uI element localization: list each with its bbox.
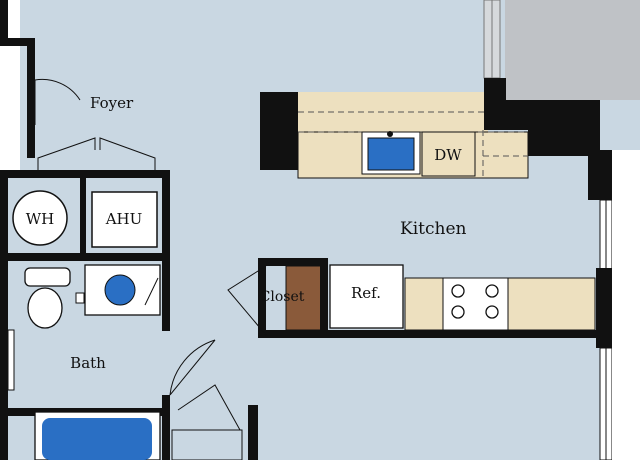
wall-left-vert bbox=[27, 38, 35, 158]
kitchen-wall-left bbox=[260, 92, 298, 170]
closet-door bbox=[285, 265, 323, 331]
closet-area bbox=[266, 266, 286, 330]
closet-wall-mid bbox=[80, 178, 86, 253]
partition-wall bbox=[258, 330, 613, 338]
balcony-area bbox=[505, 0, 640, 100]
bathtub-icon bbox=[34, 411, 161, 460]
label-ref: Ref. bbox=[351, 284, 381, 302]
closet-wall-top bbox=[0, 170, 170, 178]
bath-wall-mid bbox=[162, 395, 170, 460]
label-bath: Bath bbox=[70, 354, 106, 372]
wall-left-ext bbox=[0, 170, 8, 460]
bath-wall-right bbox=[162, 261, 170, 331]
closet-wall-right bbox=[162, 170, 170, 260]
washer-icon bbox=[104, 274, 136, 306]
closet-wall-bottom bbox=[0, 253, 170, 261]
air-handler-box bbox=[91, 191, 158, 248]
label-closet: Closet bbox=[260, 289, 305, 305]
sink-icon bbox=[367, 137, 415, 171]
water-heater-icon bbox=[12, 190, 68, 246]
foyer-door-swing bbox=[34, 78, 81, 101]
partition-wall-left bbox=[258, 258, 266, 338]
wall-left-top bbox=[0, 0, 8, 45]
label-dw: DW bbox=[434, 146, 462, 164]
label-kitchen: Kitchen bbox=[400, 219, 466, 239]
stove-icon bbox=[451, 284, 499, 319]
bath-door-swing bbox=[169, 339, 216, 396]
stove-box bbox=[442, 277, 509, 331]
toilet-icon bbox=[24, 267, 71, 329]
refrigerator-box bbox=[329, 264, 404, 329]
wall-left-step bbox=[0, 38, 35, 46]
label-foyer: Foyer bbox=[90, 94, 134, 112]
label-wh: WH bbox=[26, 210, 55, 228]
label-ahu: AHU bbox=[105, 210, 143, 228]
dishwasher-box bbox=[421, 131, 476, 177]
